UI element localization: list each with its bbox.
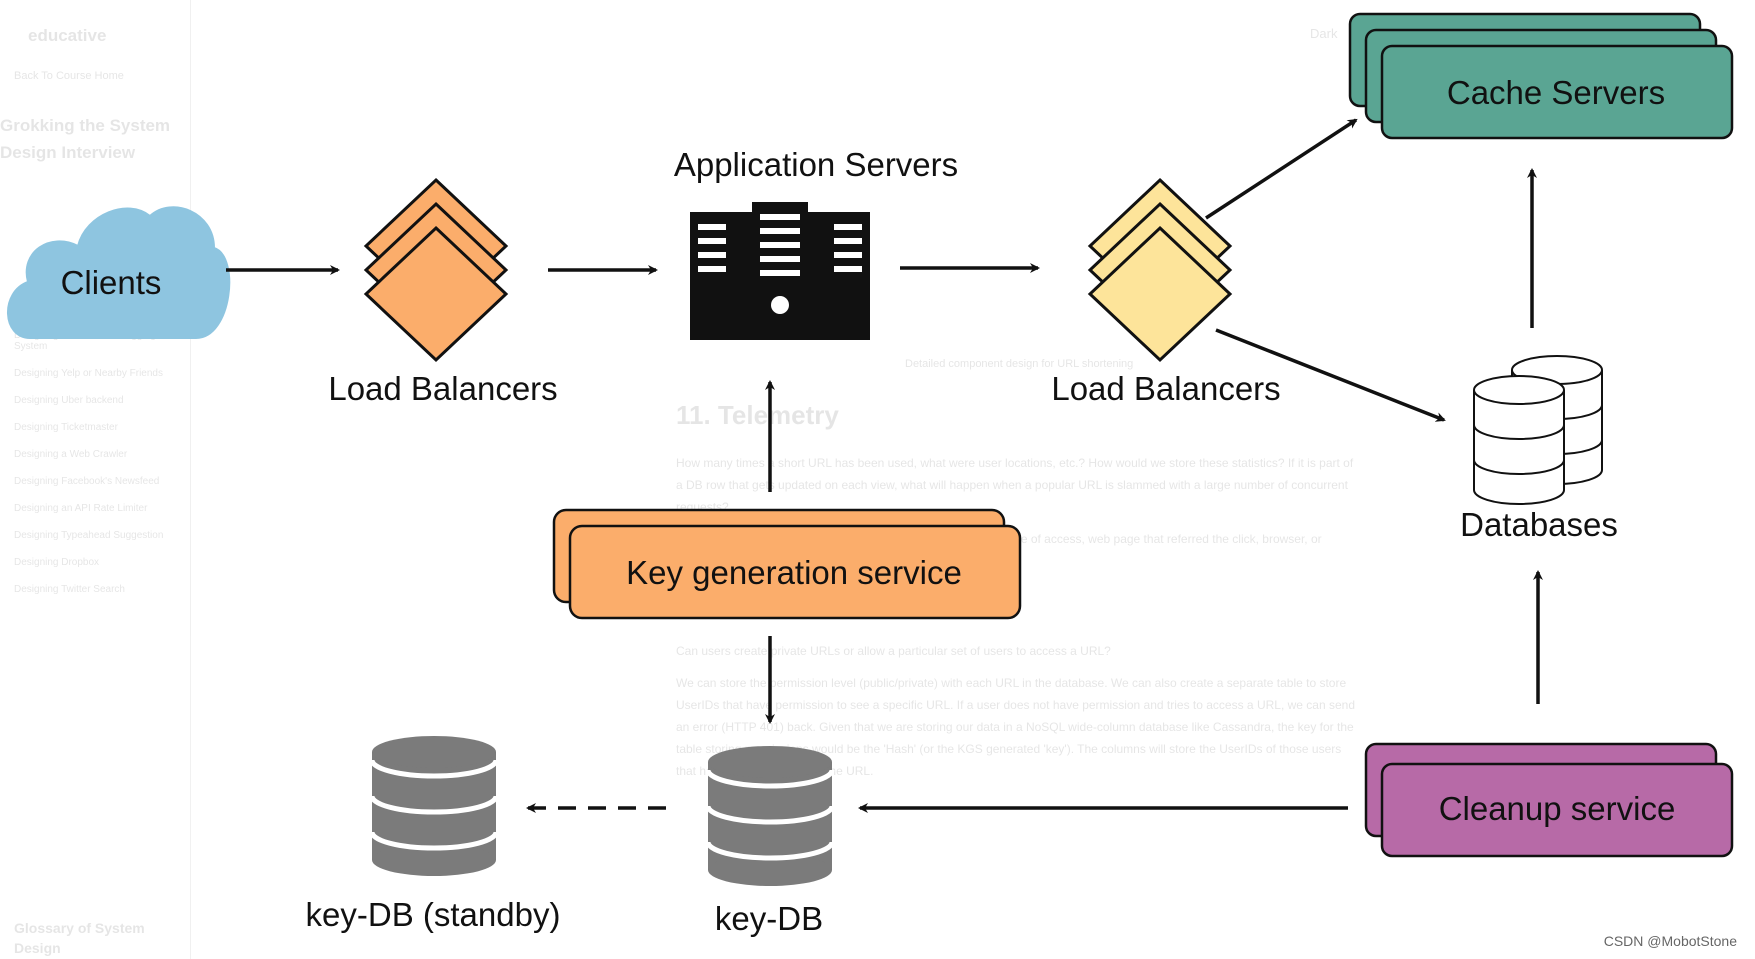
key-db-icon (705, 746, 835, 886)
cleanup-service-box (1364, 742, 1734, 858)
load-balancer-left-icon (363, 177, 509, 363)
application-servers-icon (690, 202, 870, 340)
load-balancer-right-icon (1087, 177, 1233, 363)
watermark: CSDN @MobotStone (1603, 933, 1737, 949)
application-servers-label: Application Servers (673, 146, 959, 183)
cleanup-service-label: Cleanup service (1438, 790, 1676, 827)
key-db-label: key-DB (714, 900, 824, 937)
key-generation-service-box (552, 508, 1022, 620)
databases-label: Databases (1460, 506, 1618, 543)
key-db-standby-label: key-DB (standby) (305, 896, 561, 933)
arrow-lb-to-cache (1205, 118, 1358, 220)
clients-label: Clients (60, 264, 162, 301)
cache-servers-label: Cache Servers (1446, 74, 1666, 111)
load-balancers-right-label: Load Balancers (1051, 370, 1281, 407)
databases-icon (1473, 355, 1603, 505)
load-balancers-left-label: Load Balancers (328, 370, 558, 407)
arrow-lb-to-databases (1215, 328, 1446, 422)
key-generation-service-label: Key generation service (626, 554, 962, 591)
key-db-standby-icon (369, 736, 499, 876)
cache-servers-box (1348, 12, 1734, 140)
